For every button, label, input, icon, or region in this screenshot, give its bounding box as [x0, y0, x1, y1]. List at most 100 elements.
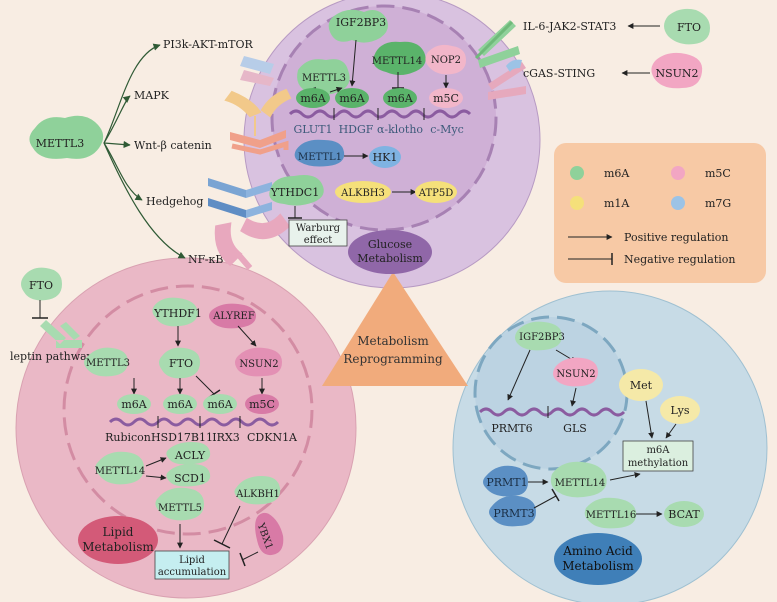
- igf2bp3-amino-blob: [515, 321, 562, 351]
- gene-rubicon: Rubicon: [105, 431, 151, 444]
- warburg-line1: Warburg: [296, 223, 341, 234]
- alkbh1-blob: [234, 476, 281, 505]
- alkbh3-label: ALKBH3: [340, 188, 385, 199]
- mettl14-glucose-label: METTL14: [372, 56, 422, 67]
- stat-label: IL-6-JAK2-STAT3: [523, 20, 616, 33]
- warburg-box: [288, 219, 348, 247]
- amino-title-line1: Amino Acid: [562, 544, 633, 558]
- prmt3-label: PRMT3: [493, 507, 534, 520]
- mettl14-glucose-blob: [373, 41, 426, 75]
- lipid-m6a-2: m6A: [167, 398, 193, 411]
- nop2-blob: [425, 44, 466, 75]
- gene-cmyc: c-Myc: [430, 123, 464, 136]
- glucose-title-bg: [348, 230, 432, 274]
- scd1-blob: [166, 464, 211, 487]
- mettl3-blob: [29, 115, 104, 159]
- mettl5-label: METTL5: [158, 503, 202, 514]
- lipid-cell: [15, 257, 357, 599]
- igf2bp3-blob: [328, 9, 388, 43]
- receptor-icons-left: [208, 56, 292, 270]
- ythdc1-blob: [269, 175, 324, 206]
- lipid-title-bg: [78, 516, 158, 564]
- legend-swatch-m7g: [671, 196, 685, 210]
- ythdf1-blob: [152, 297, 198, 327]
- center-triangle: Metabolism Reprogramming: [322, 272, 468, 386]
- legend-m6a: m6A: [604, 167, 630, 180]
- fto-top-blob: [664, 8, 710, 45]
- mettl14-amino-label: METTL14: [555, 478, 605, 489]
- lipid-accum-line2: accumulation: [158, 567, 227, 578]
- mettl3-lipid-blob: [84, 347, 128, 377]
- ybx1-blob: [255, 512, 284, 556]
- receptor-icons-right: [474, 20, 526, 100]
- lipid-accum-line1: Lipid: [179, 555, 205, 566]
- mettl14-lipid-blob: [95, 451, 144, 485]
- nsun2-lipid-label: NSUN2: [239, 359, 278, 370]
- prmt1-label: PRMT1: [486, 476, 527, 489]
- fto-leptin: FTO leptin pathway: [10, 267, 94, 363]
- lys-blob: [660, 396, 700, 424]
- pathway-hedgehog: Hedgehog: [146, 195, 203, 208]
- fto-leptin-blob: [21, 267, 62, 301]
- acly-label: ACLY: [174, 449, 206, 462]
- gene-glut1: GLUT1: [293, 123, 332, 136]
- legend: m6A m5C m1A m7G Positive regulation Nega…: [554, 143, 766, 283]
- legend-m7g: m7G: [705, 197, 731, 210]
- fto-lipid-blob: [159, 347, 200, 379]
- mettl3-lipid-label: METTL3: [86, 358, 130, 369]
- legend-negative: Negative regulation: [624, 253, 736, 266]
- pathway-wnt: Wnt-β catenin: [134, 139, 212, 152]
- fto-top-label: FTO: [677, 21, 701, 34]
- prmt3-blob: [489, 495, 536, 527]
- legend-m1a: m1A: [604, 197, 630, 210]
- glucose-m6a-3: m6A: [387, 92, 413, 105]
- fto-lipid-label: FTO: [169, 357, 193, 370]
- lipid-m6a-3: m6A: [207, 398, 233, 411]
- mettl1-blob: [294, 139, 345, 167]
- lipid-title-line2: Metabolism: [82, 540, 154, 554]
- nsun2-top-blob: [651, 52, 703, 89]
- nop2-label: NOP2: [431, 55, 461, 66]
- nsun2-top-label: NSUN2: [655, 67, 698, 80]
- pathway-nfkb: NF-κB: [188, 253, 223, 266]
- methyl-line1: m6A: [646, 445, 670, 456]
- pathway-mapk: MAPK: [134, 89, 170, 102]
- glucose-m6a-2: m6A: [339, 92, 365, 105]
- met-blob: [619, 369, 663, 401]
- top-right-pathways: IL-6-JAK2-STAT3 FTO cGAS-STING NSUN2: [523, 8, 710, 89]
- bcat-label: BCAT: [668, 508, 700, 521]
- fto-leptin-label: FTO: [29, 279, 53, 292]
- igf2bp3-amino-label: IGF2BP3: [519, 332, 565, 343]
- gene-prmt6: PRMT6: [491, 422, 532, 435]
- nsun2-lipid-blob: [235, 347, 282, 377]
- gene-hdgf: HDGF: [339, 123, 374, 136]
- leptin-label: leptin pathway: [10, 350, 94, 363]
- left-pathways: METTL3 PI3k-AKT-mTOR MAPK Wnt-β catenin …: [29, 38, 254, 266]
- gene-cdkn1a: CDKN1A: [247, 431, 298, 444]
- scd1-label: SCD1: [174, 472, 206, 485]
- amino-internal: IGF2BP3 NSUN2 PRMT6 GLS Met Lys m6A meth…: [478, 321, 704, 585]
- gene-klotho: α-klotho: [377, 123, 423, 136]
- center-label-line2: Reprogramming: [343, 352, 443, 366]
- mettl3-glucose-blob: [297, 59, 350, 95]
- lipid-rna: [108, 417, 280, 427]
- mettl14-lipid-label: METTL14: [95, 466, 145, 477]
- glucose-internal: IGF2BP3 METTL3 METTL14 NOP2 m6A m6A m6A …: [269, 9, 472, 274]
- gene-hsd17b11: HSD17B11: [151, 431, 213, 444]
- nsun2-amino-label: NSUN2: [556, 369, 595, 380]
- m6a-methylation-box: [622, 440, 694, 472]
- lipid-title-line1: Lipid: [102, 525, 133, 539]
- lipid-accumulation-box: [154, 550, 230, 580]
- mettl14-amino-blob: [550, 461, 607, 498]
- atp5d-label: ATP5D: [418, 188, 453, 199]
- amino-rna: [478, 407, 626, 417]
- legend-box: [554, 143, 766, 283]
- met-label: Met: [630, 379, 653, 392]
- lipid-internal: YTHDF1 ALYREF METTL3 FTO NSUN2 m6A m6A m…: [78, 297, 298, 580]
- nsun2-amino-blob: [553, 357, 598, 387]
- igf2bp3-label: IGF2BP3: [336, 16, 386, 29]
- legend-swatch-m1a: [570, 196, 584, 210]
- legend-positive: Positive regulation: [624, 231, 729, 244]
- mettl3-left-label: METTL3: [36, 137, 84, 150]
